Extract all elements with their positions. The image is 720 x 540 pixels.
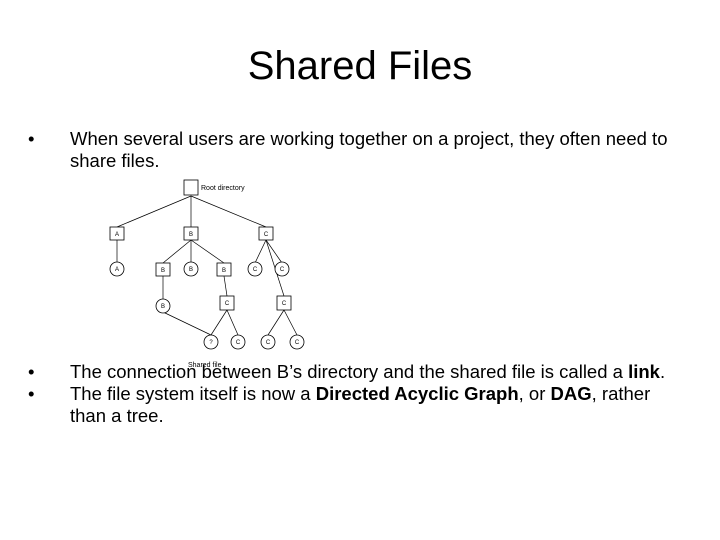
bullet-list-top: • When several users are working togethe… xyxy=(28,128,688,172)
node-label: C xyxy=(280,267,285,273)
root-directory-label: Root directory xyxy=(201,185,245,192)
term-dag: DAG xyxy=(550,383,592,404)
node-label: B xyxy=(189,267,193,273)
node-label: C xyxy=(264,232,269,238)
node-label: B xyxy=(161,304,165,310)
bullet-item: • When several users are working togethe… xyxy=(28,128,688,172)
bullet-item: • The connection between B’s directory a… xyxy=(28,361,688,383)
term-link: link xyxy=(628,361,660,382)
node-label: ? xyxy=(209,340,213,346)
dag-diagram: A B C A B B B C C B C C ? C C C Root dir… xyxy=(109,179,305,369)
node-label: B xyxy=(161,268,165,274)
node-label: C xyxy=(282,301,287,307)
dag-figure: A B C A B B B C C B C C ? C C C Root dir… xyxy=(100,172,320,372)
node-label: C xyxy=(266,340,271,346)
shared-file-label: Shared file xyxy=(188,362,222,369)
node-label: A xyxy=(115,267,119,273)
bullet-marker: • xyxy=(28,361,35,382)
root-directory-node xyxy=(183,179,199,196)
node-label: A xyxy=(115,232,119,238)
node-label: B xyxy=(222,268,226,274)
bullet-list-bottom: • The connection between B’s directory a… xyxy=(28,361,688,427)
node-label: B xyxy=(189,232,193,238)
bullet-item: • The file system itself is now a Direct… xyxy=(28,383,688,427)
bullet-text: , or xyxy=(518,383,551,404)
node-label: C xyxy=(253,267,258,273)
node-label: C xyxy=(295,340,300,346)
bullet-text: , rather than a tree. xyxy=(70,383,651,426)
bullet-marker: • xyxy=(28,383,35,404)
bullet-text: The file system itself is now a xyxy=(70,383,316,404)
term-dag-full: Directed Acyclic Graph xyxy=(315,383,519,404)
bullet-text: The connection between B’s directory and… xyxy=(70,361,629,382)
bullet-marker: • xyxy=(28,128,35,149)
node-label: C xyxy=(225,301,230,307)
bullet-text: When several users are working together … xyxy=(70,128,668,171)
bullet-text: . xyxy=(659,361,666,382)
node-label: C xyxy=(236,340,241,346)
slide-title: Shared Files xyxy=(247,44,473,88)
